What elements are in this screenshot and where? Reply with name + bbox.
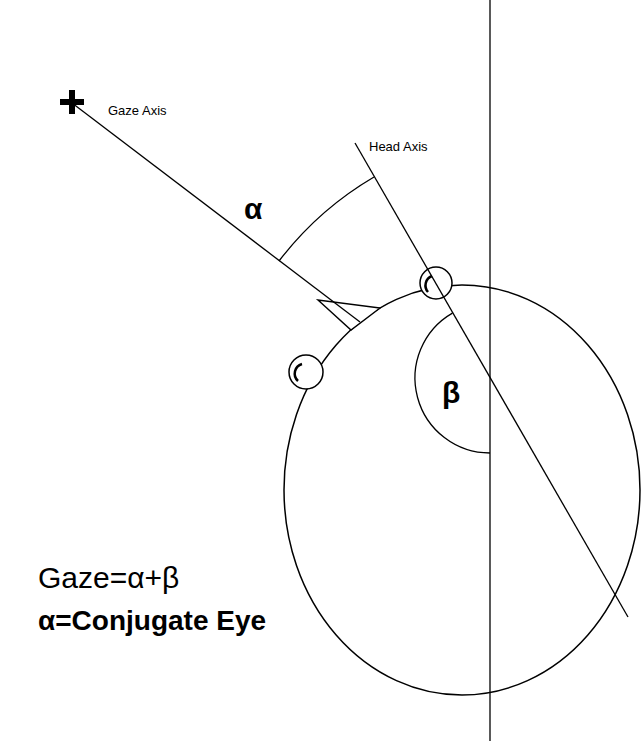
gaze-target-cross (60, 90, 84, 114)
alpha-angle-arc (279, 177, 374, 261)
angle-symbol: α (244, 194, 262, 224)
gaze-axis-line (72, 103, 360, 322)
head-axis-line (355, 143, 628, 617)
nose-triangle (318, 300, 380, 330)
equation-text: Gaze=α+β (38, 563, 179, 593)
head-outline (284, 285, 640, 695)
axis-label: Gaze Axis (108, 104, 167, 117)
vertical-reference-line (489, 0, 490, 741)
left-eye-pupil (295, 364, 302, 381)
equation-text: α=Conjugate Eye (38, 607, 266, 635)
angle-symbol: β (442, 378, 460, 408)
axis-label: Head Axis (369, 140, 428, 153)
beta-angle-arc (415, 313, 490, 453)
right-eye-pupil (425, 276, 432, 292)
left-eye (289, 355, 323, 389)
